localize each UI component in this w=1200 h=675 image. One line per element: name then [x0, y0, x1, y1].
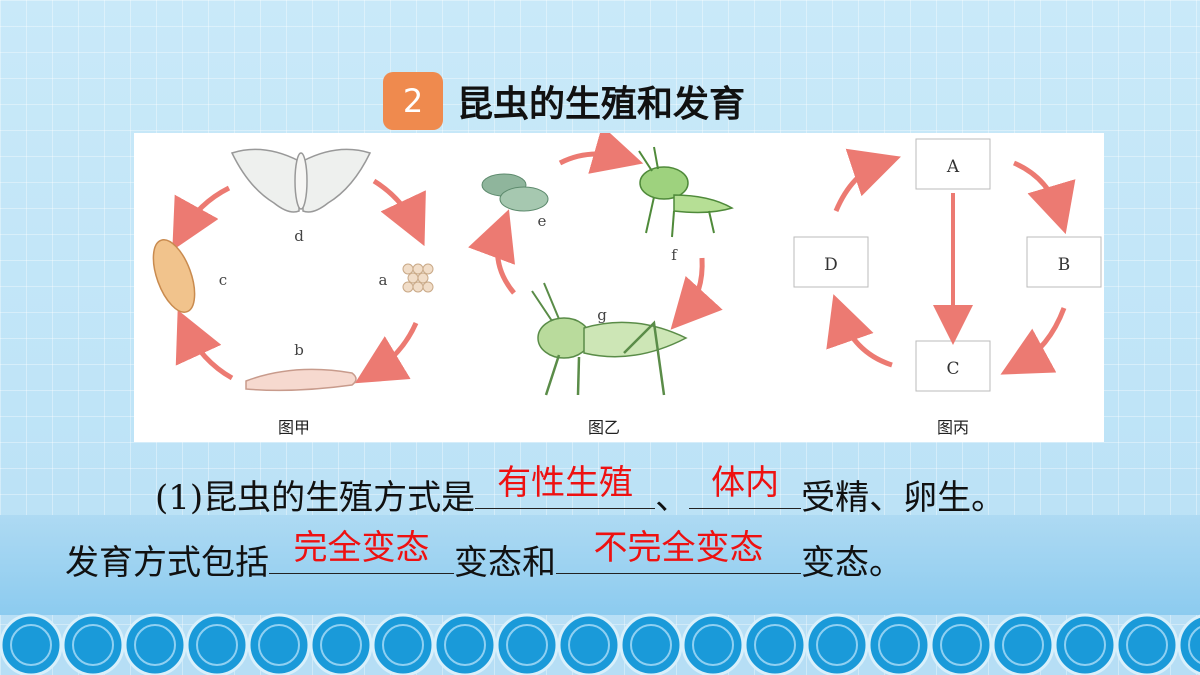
label-c: c — [219, 271, 227, 289]
box-c — [915, 340, 991, 392]
caption-yi: 图乙 — [588, 418, 620, 437]
label-f: f — [671, 246, 678, 264]
pupa-icon — [152, 239, 196, 313]
answer-3: 完全变态 — [293, 528, 430, 568]
box-a-label: A — [946, 157, 960, 177]
moth-icon — [230, 148, 372, 213]
separator: 、 — [655, 478, 690, 518]
wave-decoration — [0, 600, 1200, 675]
blank-3[interactable]: 完全变态 — [269, 528, 454, 574]
blank-2[interactable]: 体内 — [689, 463, 802, 509]
label-b: b — [294, 341, 304, 359]
question-line-1: (1)昆虫的生殖方式是有性生殖、体内受精、卵生。 — [155, 463, 1006, 519]
figure-bing: A B C D 图丙 — [793, 138, 1102, 437]
arrow-b-to-c — [175, 309, 234, 381]
caption-jia: 图甲 — [278, 418, 310, 437]
arrow-d-to-a — [372, 178, 426, 247]
arrow-a-to-b — [354, 321, 419, 384]
arrow-b-to-c — [1000, 307, 1067, 375]
answer-1: 有性生殖 — [497, 463, 634, 503]
label-g: g — [597, 306, 607, 324]
water-band — [0, 515, 1200, 615]
nymph-icon — [638, 146, 734, 238]
label-a: a — [379, 271, 388, 289]
adult-grasshopper-icon — [531, 282, 688, 396]
label-d: d — [294, 227, 304, 245]
arrow-e-to-f — [558, 133, 644, 174]
question-1-prefix: (1)昆虫的生殖方式是 — [155, 478, 476, 518]
caption-bing: 图丙 — [937, 418, 969, 437]
question-2-prefix: 发育方式包括 — [65, 543, 269, 583]
answer-2: 体内 — [711, 463, 780, 503]
section-title: 2 昆虫的生殖和发育 — [383, 72, 745, 130]
figure-jia: d a b c 图甲 — [152, 148, 434, 437]
larva-icon — [245, 368, 357, 392]
blank-1[interactable]: 有性生殖 — [475, 463, 656, 509]
figure-yi: e f g 图乙 — [468, 133, 734, 437]
arrow-a-to-b — [1012, 160, 1076, 235]
egg-pods-icon — [481, 173, 549, 212]
arrow-d-to-a — [833, 148, 901, 212]
section-number-badge: 2 — [383, 72, 443, 130]
arrow-g-to-e — [468, 209, 516, 295]
box-d — [793, 236, 869, 288]
arrow-f-to-g — [670, 257, 723, 330]
figure-panel: d a b c 图甲 — [134, 133, 1104, 442]
box-d-label: D — [824, 255, 838, 275]
arrow-c-to-d — [172, 185, 231, 251]
section-title-text: 昆虫的生殖和发育 — [457, 84, 746, 125]
question-2-mid: 变态和 — [454, 543, 556, 583]
label-e: e — [538, 212, 547, 230]
question-line-2: 发育方式包括完全变态变态和不完全变态变态。 — [65, 528, 903, 584]
arrow-c-to-d — [826, 294, 893, 368]
question-1-suffix: 受精、卵生。 — [801, 478, 1006, 518]
box-b — [1026, 236, 1102, 288]
box-a — [915, 138, 991, 190]
eggs-icon — [402, 263, 434, 293]
lifecycle-diagrams: d a b c 图甲 — [152, 133, 1102, 437]
blank-4[interactable]: 不完全变态 — [556, 528, 801, 574]
box-c-label: C — [946, 359, 959, 379]
answer-4: 不完全变态 — [593, 528, 764, 568]
question-2-suffix: 变态。 — [801, 543, 903, 583]
box-b-label: B — [1058, 255, 1071, 275]
